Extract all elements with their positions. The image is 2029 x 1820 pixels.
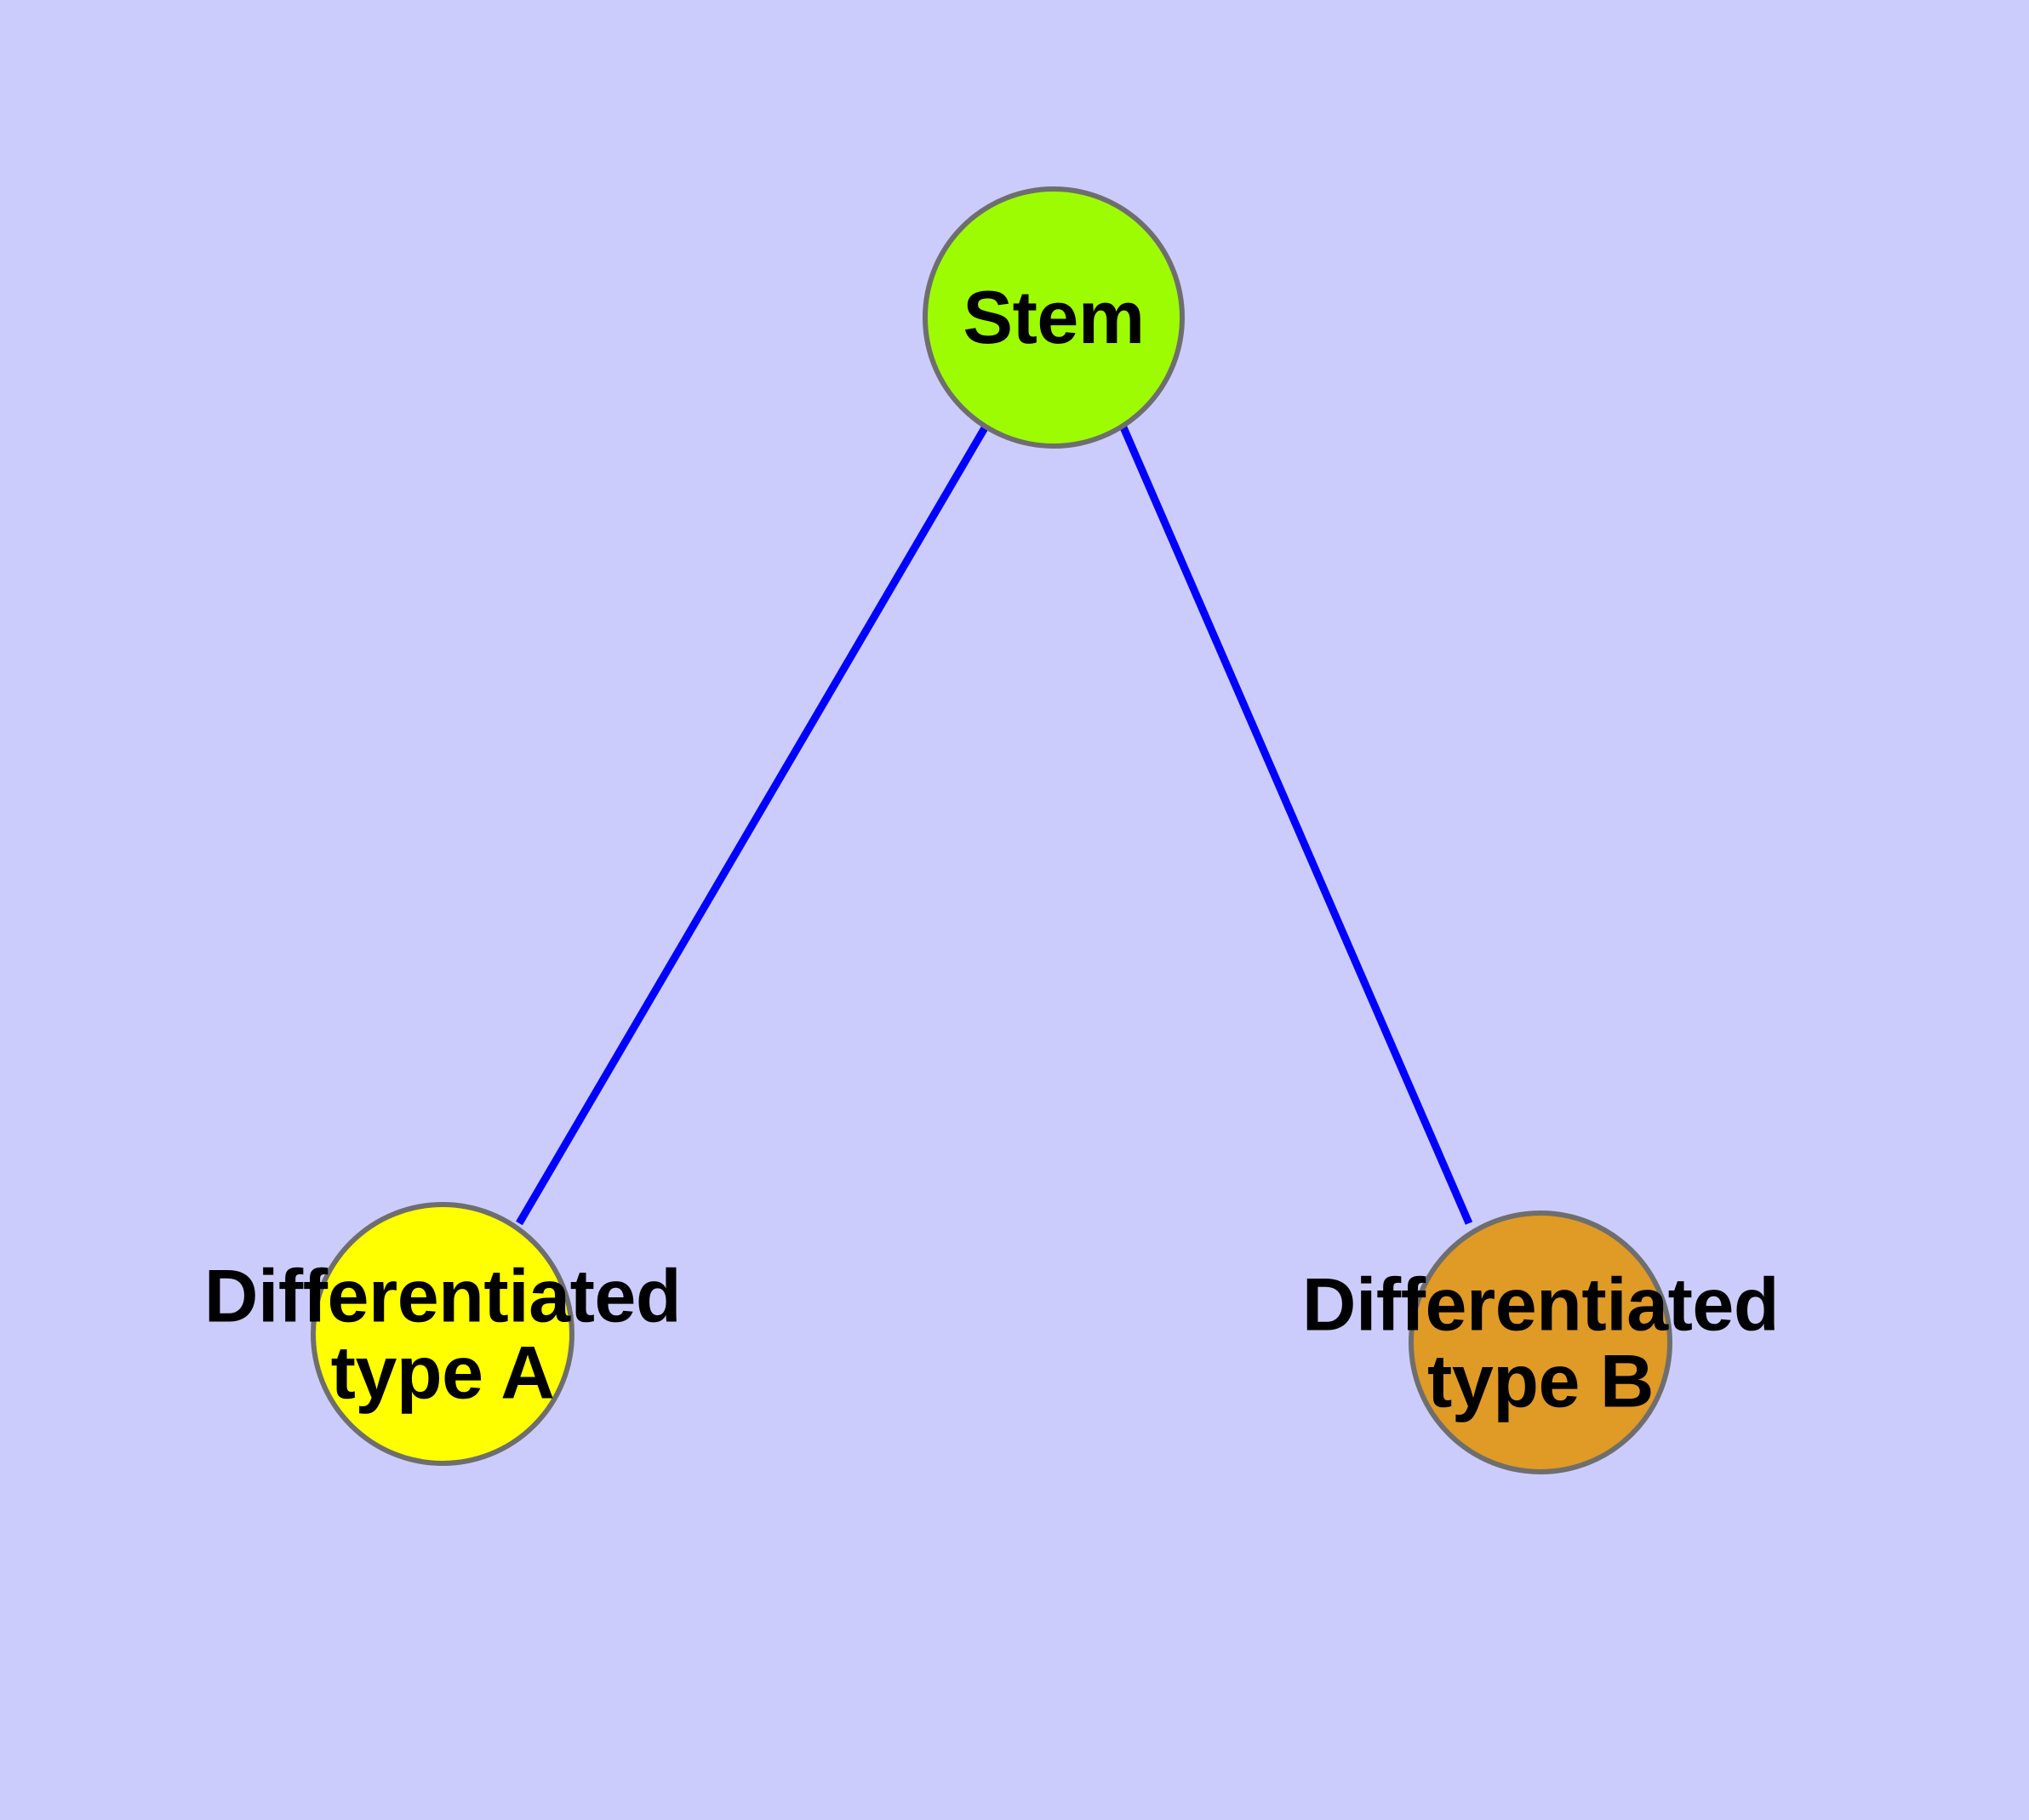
graph-node-stem[interactable] bbox=[923, 186, 1185, 449]
graph-edge[interactable] bbox=[516, 424, 989, 1226]
graph-edge[interactable] bbox=[1119, 426, 1473, 1225]
graph-node-diff-b[interactable] bbox=[1409, 1210, 1672, 1474]
node-layer bbox=[311, 186, 1672, 1474]
graph-node-diff-a[interactable] bbox=[311, 1202, 574, 1466]
edge-layer bbox=[516, 424, 1473, 1226]
